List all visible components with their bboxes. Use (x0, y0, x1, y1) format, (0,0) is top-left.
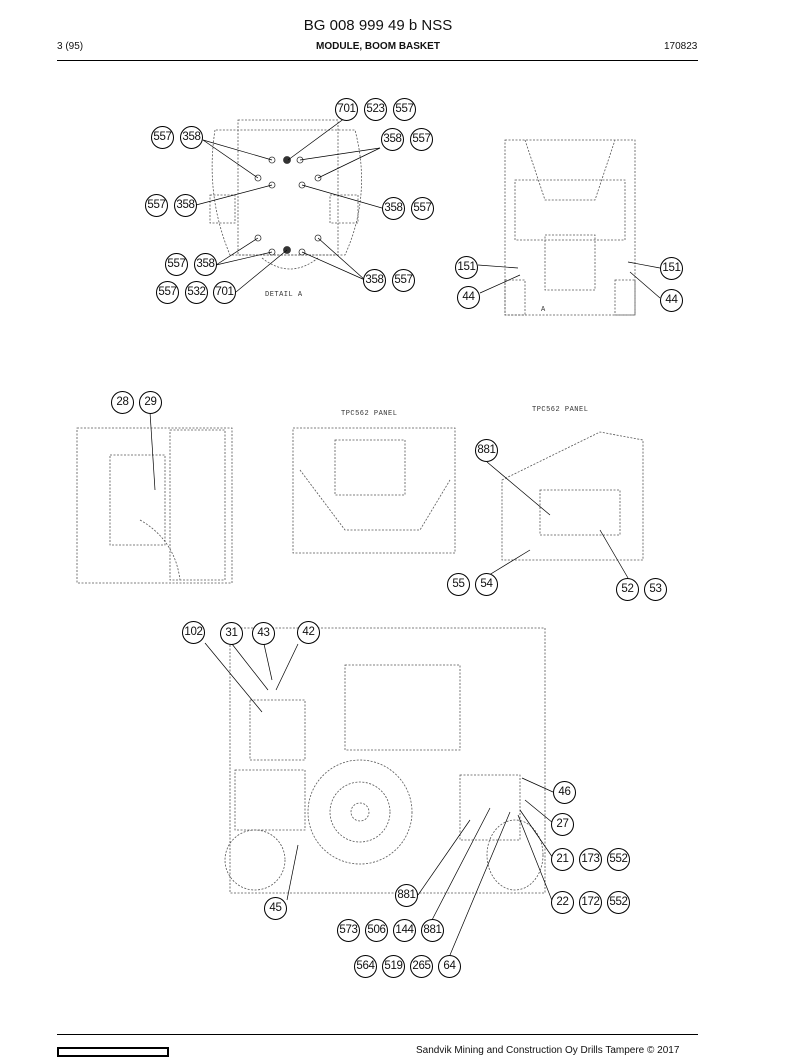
callout-bubble: 557 (411, 197, 434, 220)
callout-bubble: 881 (475, 439, 498, 462)
callout-bubble: 172 (579, 891, 602, 914)
callout-bubble: 519 (382, 955, 405, 978)
callout-bubble: 42 (297, 621, 320, 644)
callout-bubble: 557 (392, 269, 415, 292)
callout-bubble: 28 (111, 391, 134, 414)
sandvik-logo (57, 1047, 169, 1057)
callout-bubble: 701 (335, 98, 358, 121)
callout-bubble: 45 (264, 897, 287, 920)
header-rule (57, 60, 698, 61)
callout-bubble: 557 (156, 281, 179, 304)
callout-bubble: 52 (616, 578, 639, 601)
callout-bubble: 881 (421, 919, 444, 942)
callout-bubble: 358 (180, 126, 203, 149)
callout-bubble: 173 (579, 848, 602, 871)
callout-bubble: 358 (363, 269, 386, 292)
panel-view-1 (292, 427, 456, 554)
document-number: BG 008 999 49 b NSS (303, 17, 453, 34)
callout-bubble: 21 (551, 848, 574, 871)
callout-bubble: 523 (364, 98, 387, 121)
callout-bubble: 573 (337, 919, 360, 942)
page-title: MODULE, BOOM BASKET (316, 41, 440, 52)
footer-copyright: Sandvik Mining and Construction Oy Drill… (416, 1045, 680, 1056)
callout-bubble: 64 (438, 955, 461, 978)
callout-bubble: 44 (457, 286, 480, 309)
callout-bubble: 552 (607, 848, 630, 871)
callout-bubble: 557 (165, 253, 188, 276)
callout-bubble: 31 (220, 622, 243, 645)
callout-bubble: 564 (354, 955, 377, 978)
callout-bubble: 22 (551, 891, 574, 914)
callout-bubble: 552 (607, 891, 630, 914)
callout-bubble: 44 (660, 289, 683, 312)
callout-bubble: 358 (174, 194, 197, 217)
callout-bubble: 557 (393, 98, 416, 121)
panel-label-2: TPC562 PANEL (532, 406, 589, 414)
panel-label-1: TPC562 PANEL (341, 410, 398, 418)
view-a-label: A (541, 306, 546, 314)
cab-view-1 (76, 427, 233, 584)
callout-bubble: 701 (213, 281, 236, 304)
callout-bubble: 557 (151, 126, 174, 149)
page-number: 3 (95) (57, 41, 84, 52)
callout-bubble: 358 (381, 128, 404, 151)
callout-bubble: 102 (182, 621, 205, 644)
callout-bubble: 881 (395, 884, 418, 907)
document-date: 170823 (664, 41, 698, 52)
callout-bubble: 54 (475, 573, 498, 596)
panel-view-2 (501, 431, 644, 561)
callout-bubble: 43 (252, 622, 275, 645)
footer-rule (57, 1034, 698, 1035)
detail-a-label: DETAIL A (265, 291, 303, 299)
callout-bubble: 151 (660, 257, 683, 280)
callout-bubble: 46 (553, 781, 576, 804)
callout-bubble: 557 (410, 128, 433, 151)
callout-bubble: 532 (185, 281, 208, 304)
callout-bubble: 358 (194, 253, 217, 276)
callout-bubble: 144 (393, 919, 416, 942)
rear-view-machine (504, 139, 636, 316)
callout-bubble: 151 (455, 256, 478, 279)
callout-bubble: 53 (644, 578, 667, 601)
callout-bubble: 557 (145, 194, 168, 217)
callout-bubble: 265 (410, 955, 433, 978)
callout-bubble: 358 (382, 197, 405, 220)
detail-a-plate (211, 129, 362, 256)
callout-bubble: 55 (447, 573, 470, 596)
callout-bubble: 506 (365, 919, 388, 942)
callout-bubble: 27 (551, 813, 574, 836)
side-view-machine (229, 627, 546, 894)
callout-bubble: 29 (139, 391, 162, 414)
